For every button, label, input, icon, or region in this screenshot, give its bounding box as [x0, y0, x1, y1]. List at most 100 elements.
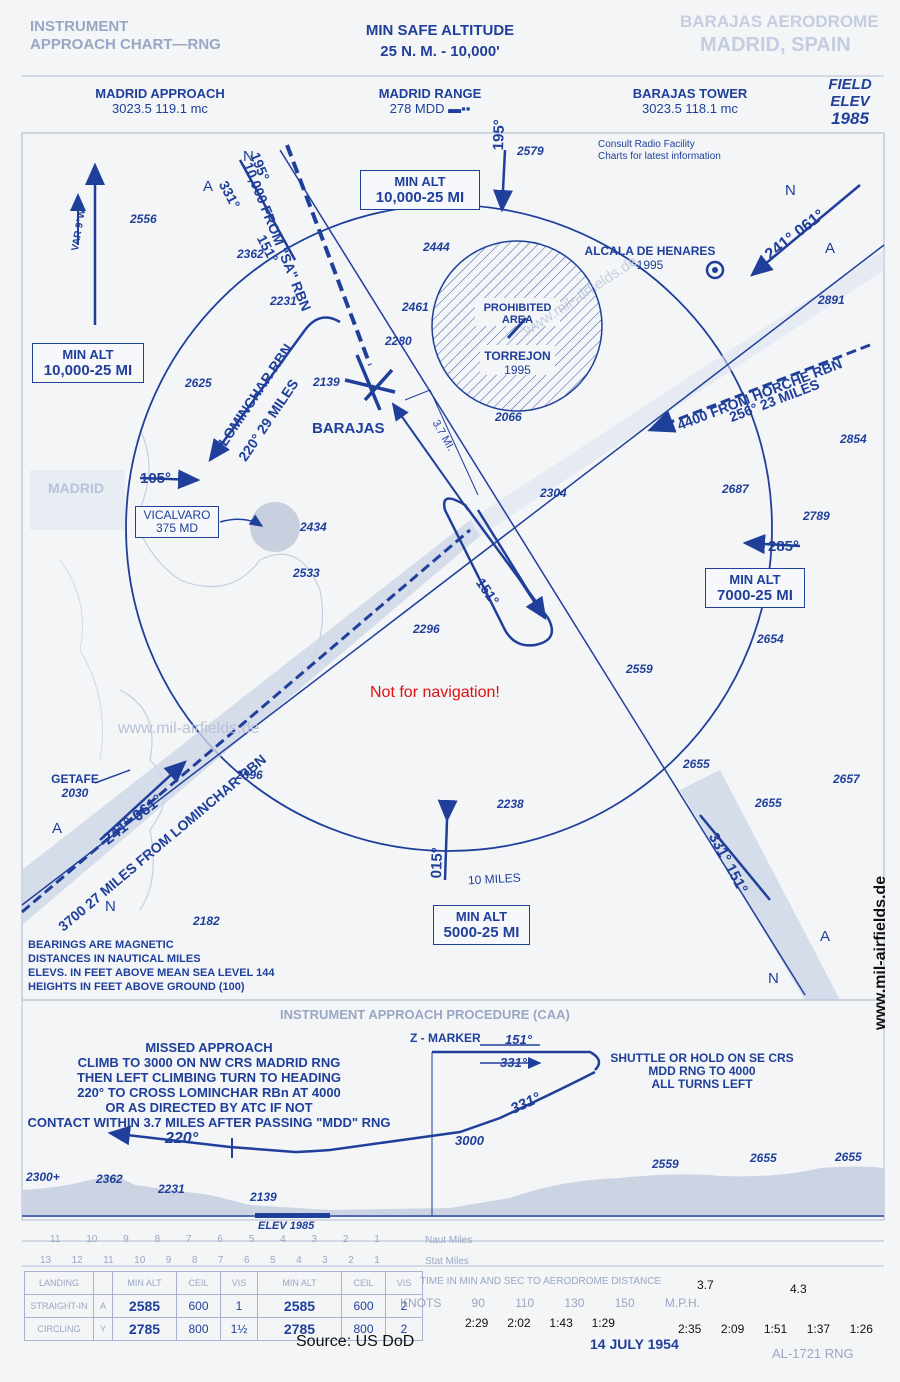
chart-type-line2: APPROACH CHART—RNG	[30, 36, 221, 53]
min-alt-box-north: MIN ALT 10,000-25 MI	[360, 170, 480, 210]
alcala-label: ALCALA DE HENARES 1995	[575, 244, 725, 272]
min-alt-label: MIN ALT	[455, 909, 508, 924]
airport-label: BARAJAS	[312, 420, 385, 437]
procedure-title-text: INSTRUMENT APPROACH PROCEDURE (CAA)	[280, 1007, 570, 1022]
scale-tick: 3	[322, 1255, 328, 1266]
shuttle-line: SHUTTLE OR HOLD ON SE CRS	[610, 1051, 794, 1065]
terrain-elev: 2139	[250, 1190, 277, 1204]
col-header: LANDING	[24, 1271, 94, 1295]
elevation-label: 2461	[402, 300, 429, 314]
profile-course-151: 151°	[505, 1032, 532, 1047]
madrid-label: MADRID	[48, 480, 104, 496]
ten-miles-label: 10 MILES	[467, 870, 522, 888]
ceil-cell: 800	[176, 1317, 221, 1341]
missed-line: CLIMB TO 3000 ON NW CRS MADRID RNG	[77, 1055, 341, 1070]
radial-015-label: 015°	[428, 846, 447, 879]
alcala-elev: 1995	[636, 258, 664, 272]
note-line: ELEVS. IN FEET ABOVE MEAN SEA LEVEL 144	[28, 967, 275, 979]
scale-tick: 5	[248, 1234, 255, 1245]
elevation-label: 2231	[270, 294, 297, 308]
scale-tick: 10	[86, 1234, 98, 1245]
torrejon-name: TORREJON	[484, 349, 551, 363]
terrain-elev: 2655	[835, 1150, 862, 1164]
vis-cell: 1½	[220, 1317, 258, 1341]
minimums-row-straight: STRAIGHT-IN A 2585 600 1 2585 600 2	[24, 1294, 423, 1318]
landing-minimums-table: LANDING MIN ALT CEIL VIS MIN ALT CEIL VI…	[24, 1271, 423, 1341]
shuttle-note: SHUTTLE OR HOLD ON SE CRS MDD RNG TO 400…	[602, 1052, 802, 1091]
profile-heading-220: 220°	[165, 1130, 199, 1147]
elevation-label: 2396	[236, 768, 263, 782]
col-header: CEIL	[341, 1271, 386, 1295]
scale-tick: 10	[134, 1255, 146, 1266]
quadrant-a-ne: A	[825, 240, 836, 257]
row-code: A	[93, 1294, 113, 1318]
elevation-label: 2625	[185, 376, 212, 390]
speed-header: 110	[515, 1296, 535, 1310]
freq-value: 278 MDD	[389, 101, 445, 116]
msa-title: MIN SAFE ALTITUDE	[365, 22, 515, 39]
scale-tick: 7	[217, 1255, 224, 1266]
naut-miles-label: Naut Miles	[425, 1235, 473, 1246]
elevation-label: 2891	[818, 293, 845, 307]
elevation-label: 2304	[540, 486, 567, 500]
scale-tick: 4	[296, 1255, 302, 1266]
chart-type: INSTRUMENT APPROACH CHART—RNG	[30, 18, 221, 54]
scale-tick: 7	[185, 1234, 192, 1245]
elevation-label: 2655	[683, 757, 710, 771]
field-elev-label1: FIELD	[828, 76, 872, 93]
watermark-vertical: www.mil-airfields.de	[872, 875, 889, 1030]
elevation-label: 2789	[803, 509, 830, 523]
z-marker-label: Z - MARKER	[410, 1031, 481, 1045]
field-elevation: FIELD ELEV 1985	[815, 76, 885, 127]
freq-value: 3023.5 118.1 mc	[642, 101, 738, 116]
scale-tick: 8	[191, 1255, 198, 1266]
vicalvaro-freq: 375 MD	[155, 521, 199, 535]
source-label: Source: US DoD	[296, 1333, 415, 1350]
timing-cell: 1:43	[549, 1316, 573, 1330]
timing-cell: 1:51	[763, 1322, 788, 1336]
elevation-label: 2854	[840, 432, 867, 446]
quadrant-n-ne: N	[785, 182, 796, 199]
morse-code-icon: ▬▪▪	[448, 101, 471, 116]
scale-tick: 1	[374, 1234, 380, 1245]
not-for-navigation-label: Not for navigation!	[370, 684, 500, 701]
missed-line: MISSED APPROACH	[145, 1040, 273, 1055]
profile-altitude-3000: 3000	[455, 1133, 484, 1148]
getafe-name: GETAFE	[51, 772, 99, 786]
freq-madrid-range: MADRID RANGE 278 MDD ▬▪▪	[355, 86, 505, 116]
elevation-label: 2182	[193, 914, 220, 928]
ceil-cell: 600	[341, 1294, 386, 1318]
elevation-label: 2444	[423, 240, 450, 254]
prohibited-l2: AREA	[501, 314, 534, 326]
min-alt-box-south: MIN ALT 5000-25 MI	[433, 905, 530, 945]
sw-inbound-course	[21, 528, 471, 914]
scale-tick: 4	[280, 1234, 286, 1245]
minimums-header-row: LANDING MIN ALT CEIL VIS MIN ALT CEIL VI…	[24, 1271, 423, 1295]
procedure-title: INSTRUMENT APPROACH PROCEDURE (CAA)	[280, 1007, 570, 1022]
elevation-label: 2434	[300, 520, 327, 534]
minimums-row-circling: CIRCLING Y 2785 800 1½ 2785 800 2	[24, 1317, 423, 1341]
prohibited-area-label: PROHIBITED AREA	[470, 302, 565, 326]
radial-195-label: 195°	[490, 118, 509, 151]
col-header: VIS	[385, 1271, 423, 1295]
min-alt-cell: 2585	[257, 1294, 342, 1318]
elevation-label: 2139	[313, 375, 340, 389]
vicalvaro-box: VICALVARO 375 MD	[135, 506, 219, 538]
scale-tick: 1	[374, 1255, 380, 1266]
getafe-label: GETAFE 2030	[40, 772, 110, 800]
terrain-elev: 2231	[158, 1182, 185, 1196]
scale-tick: 5	[270, 1255, 276, 1266]
col-header: CEIL	[176, 1271, 221, 1295]
min-alt-value: 5000-25 MI	[443, 924, 520, 941]
scale-tick: 6	[243, 1255, 250, 1266]
timing-cell: 2:35	[678, 1322, 702, 1336]
prohibited-l1: PROHIBITED	[483, 302, 552, 314]
freq-name: MADRID APPROACH	[95, 86, 225, 101]
timing-cell: 1:26	[849, 1322, 873, 1336]
vis-cell: 2	[385, 1294, 423, 1318]
elevation-label: 2280	[385, 334, 412, 348]
speed-header: 130	[564, 1296, 585, 1310]
